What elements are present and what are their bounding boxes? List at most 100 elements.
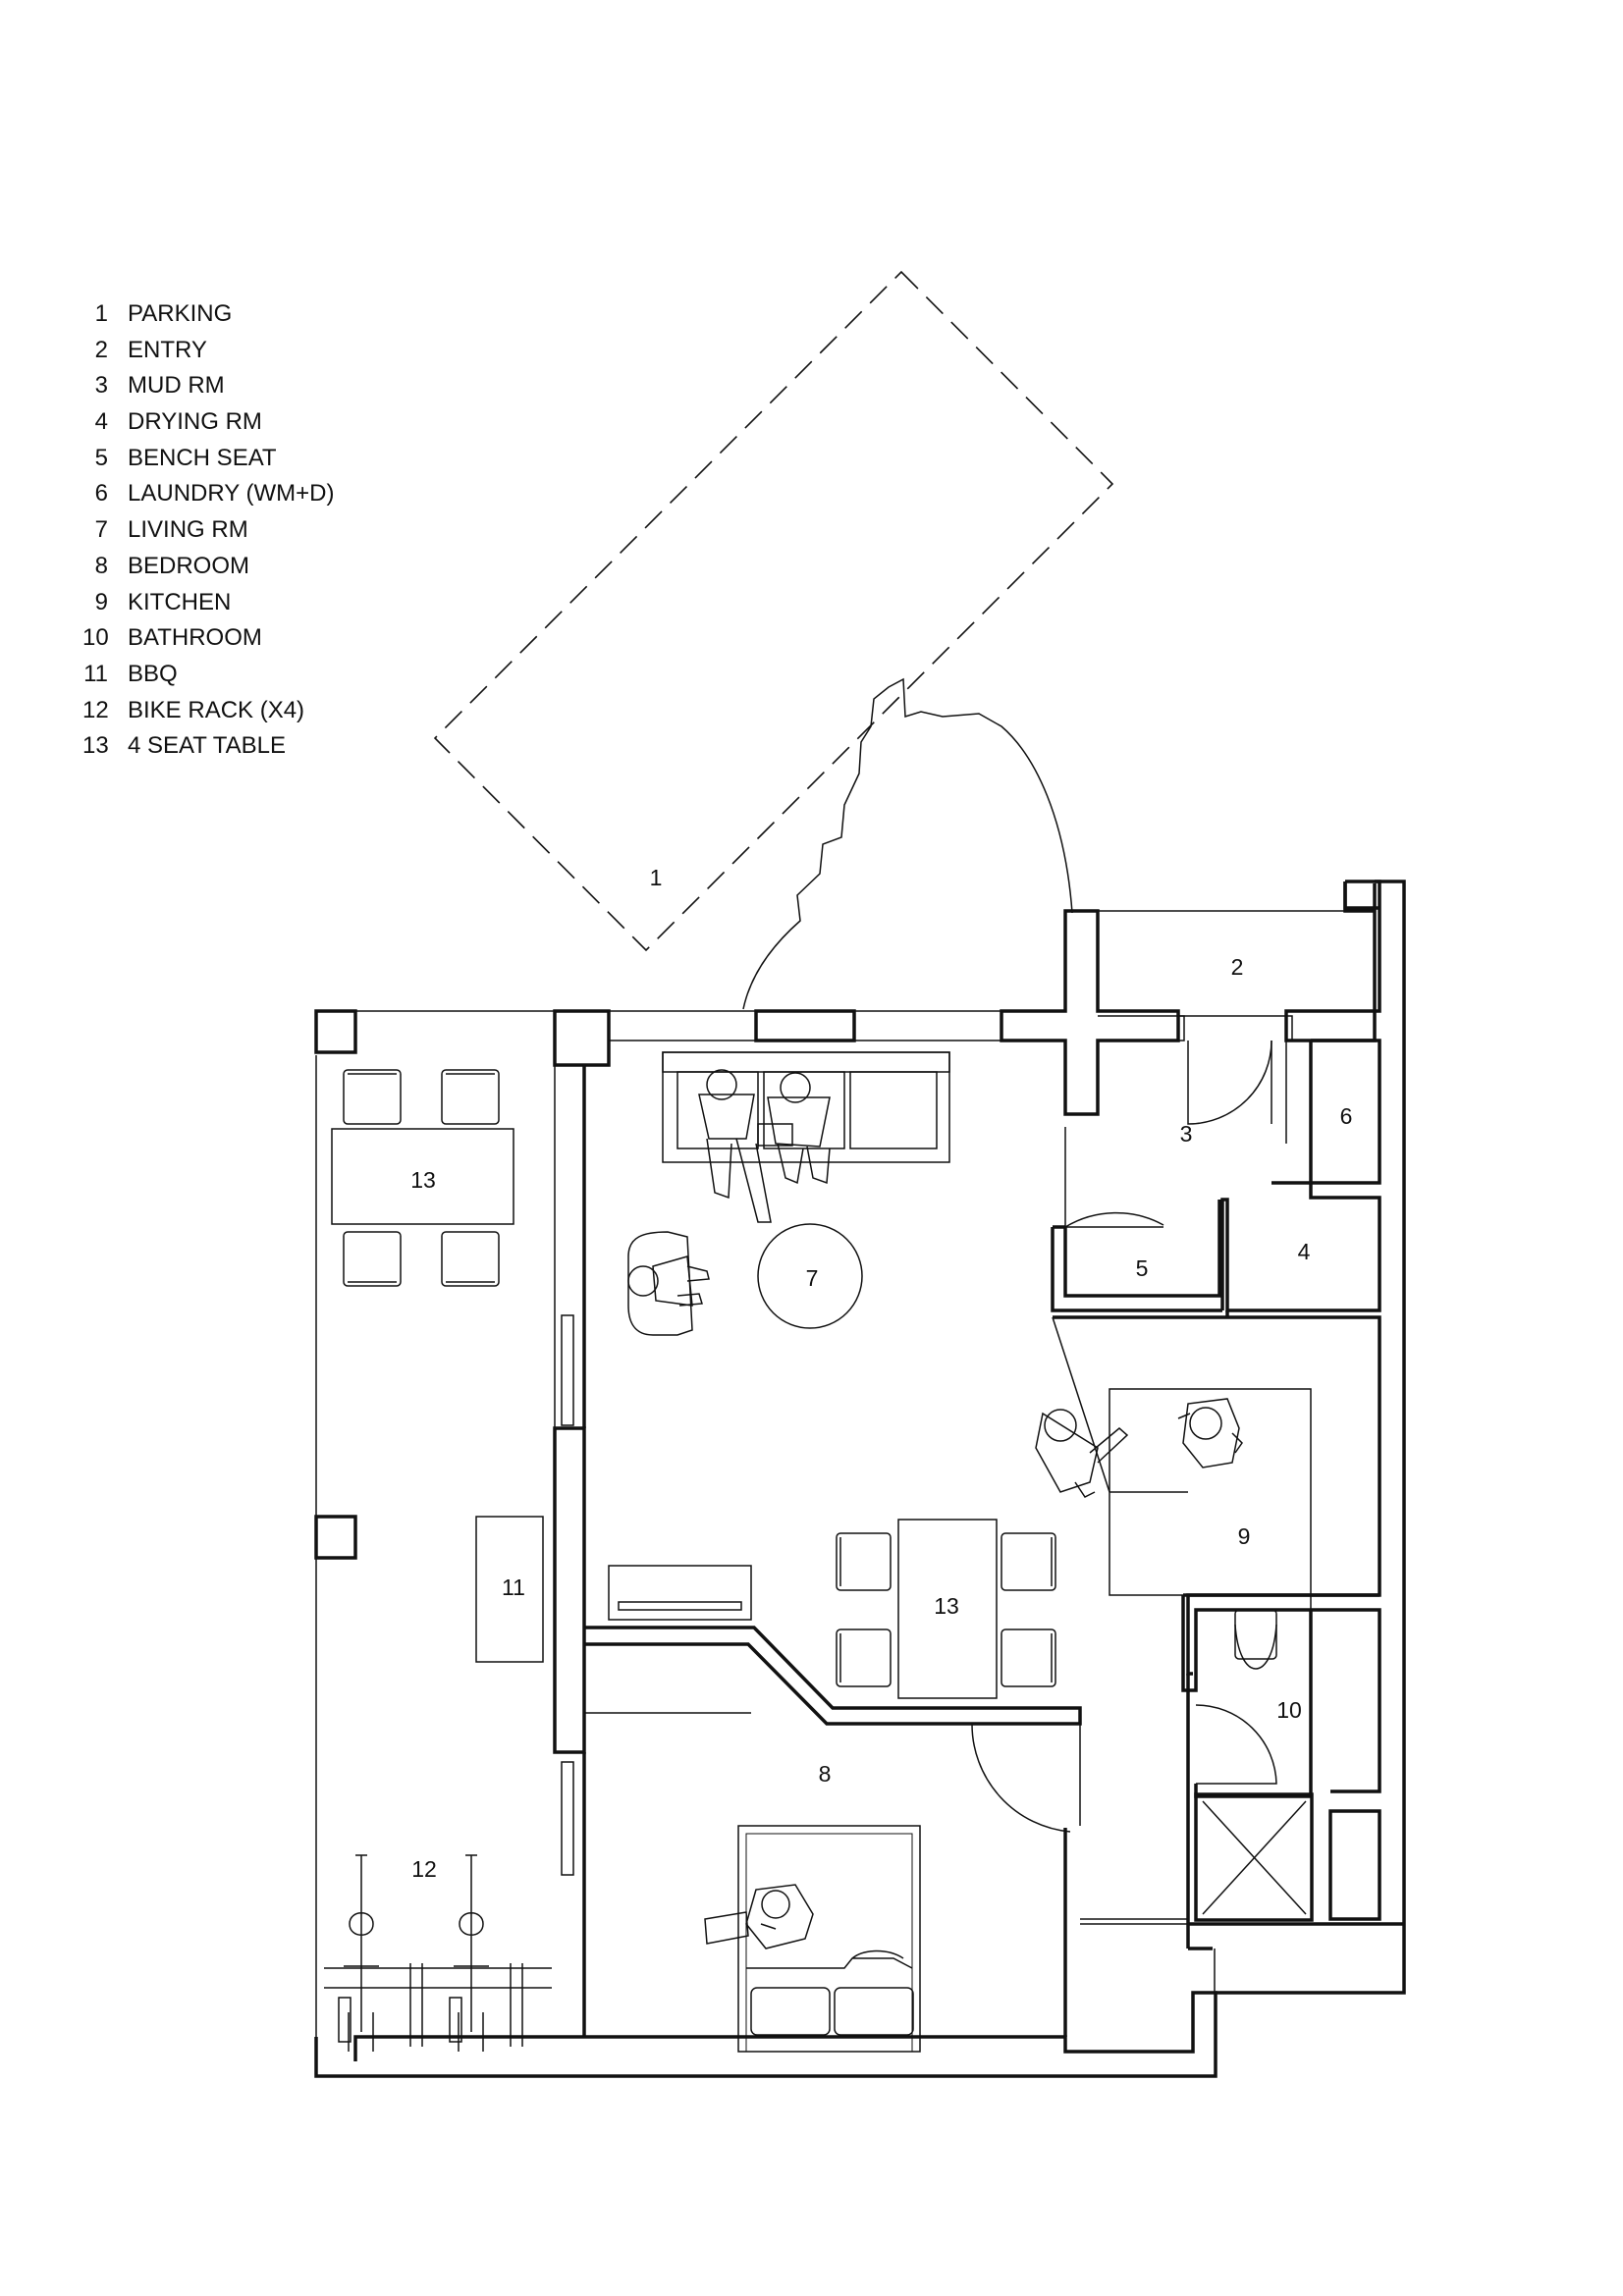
legend-item-laundry: 6 LAUNDRY (WM+D) [82,476,335,512]
tree-boundary [742,677,1073,1010]
mud-door-jamb [1177,1015,1185,1041]
cross-wall [1000,909,1180,1116]
sofa-back [662,1051,950,1073]
column [553,1009,611,1067]
label-bbq: 11 [502,1575,525,1600]
shower [1194,1792,1314,1922]
sideboard-top [618,1601,742,1611]
legend-number: 11 [83,660,108,687]
dining-table-indoor [897,1519,998,1699]
legend-label: BBQ [128,660,178,687]
legend-number: 7 [94,516,108,544]
legend-label: BATHROOM [128,624,262,652]
partition-living-bedroom [584,1626,1082,1726]
exterior-wall-east [1216,880,1406,1995]
bath-cupboard [1328,1809,1381,1921]
legend-number: 4 [94,408,108,436]
window-north [754,1009,856,1042]
legend-item-mud-rm: 3 MUD RM [82,368,334,404]
legend-label: LAUNDRY (WM+D) [128,480,335,507]
label-living-rm: 7 [806,1265,819,1291]
label-laundry: 6 [1340,1103,1353,1129]
legend-number: 3 [94,372,108,400]
legend-number: 8 [94,552,108,579]
bike-racks [324,1854,552,2052]
label-mud-rm: 3 [1180,1121,1193,1147]
legend-item-bike-rack: 12 BIKE RACK (X4) [82,693,334,729]
legend-number: 13 [82,732,109,760]
pillow [834,1987,914,2036]
legend-label: MUD RM [128,372,225,400]
dining-table-outdoor [331,1128,514,1225]
person-on-bed [704,1884,814,1949]
sofa-cushion [849,1071,938,1149]
laundry-walls [1220,1039,1381,1312]
label-table-outdoor: 13 [410,1167,436,1193]
mud-door-jamb [1285,1015,1293,1041]
door-mud [1064,1127,1164,1229]
legend-label: 4 SEAT TABLE [128,732,286,760]
sideboard [608,1565,752,1621]
wall-west-solid [553,1426,586,1754]
legend-item-parking: 1 PARKING [82,296,334,333]
bed-inner [745,1833,913,2053]
parking-outline [433,270,1114,952]
legend-number: 5 [94,444,108,471]
legend-number: 1 [94,300,108,327]
label-drying-rm: 4 [1298,1239,1311,1264]
bed-duvet-fold [746,1949,913,1969]
exterior-wall-bottom [314,1991,1217,2078]
legend-label: ENTRY [128,336,207,363]
legend-label: BENCH SEAT [128,444,277,471]
dining-chairs-indoor [836,1532,1056,1687]
toilet [1234,1609,1277,1660]
armchair-with-person [627,1231,710,1336]
label-parking: 1 [650,865,663,890]
bench-wall [1051,1200,1222,1312]
people-in-kitchen [1035,1398,1243,1498]
label-kitchen: 9 [1238,1523,1251,1549]
shower-cross [1202,1800,1307,1915]
label-entry: 2 [1231,954,1244,980]
legend-label: LIVING RM [128,516,248,544]
legend-label: BIKE RACK (X4) [128,696,305,723]
legend-label: DRYING RM [128,408,262,436]
legend-number: 6 [94,480,108,507]
legend-item-table: 13 4 SEAT TABLE [82,728,334,765]
legend-item-drying-rm: 4 DRYING RM [82,404,334,441]
label-bathroom: 10 [1276,1697,1302,1723]
kitchen-diagonal [1052,1316,1110,1493]
legend-item-bbq: 11 BBQ [82,657,334,693]
legend-label: KITCHEN [128,588,232,615]
coffee-table [757,1223,863,1329]
column [314,1009,357,1054]
window-living [561,1314,574,1426]
pillow [750,1987,831,2036]
sofa-cushion [763,1071,845,1149]
dining-chairs-outdoor [343,1069,500,1287]
door-bedroom [971,1723,1080,1833]
legend-item-living-rm: 7 LIVING RM [82,512,334,549]
window-bedroom [561,1761,574,1876]
legend-item-bedroom: 8 BEDROOM [82,549,334,585]
bbq [475,1516,544,1663]
bathroom-walls [1181,1593,1381,1798]
label-bedroom: 8 [819,1761,832,1787]
kitchen-wall-east [1053,1310,1381,1676]
label-table-indoor: 13 [934,1593,959,1619]
legend-item-bench-seat: 5 BENCH SEAT [82,441,334,477]
people-on-sofa [698,1069,831,1223]
legend-number: 12 [82,696,109,723]
sofa-cushion [676,1071,759,1149]
door-entry [1187,1040,1272,1125]
legend-label: BEDROOM [128,552,250,579]
legend-label: PARKING [128,300,233,327]
toilet-bowl [1234,1624,1277,1670]
entry-wall-east [1284,880,1381,1042]
column [314,1515,357,1560]
label-bike-rack: 12 [411,1856,437,1882]
